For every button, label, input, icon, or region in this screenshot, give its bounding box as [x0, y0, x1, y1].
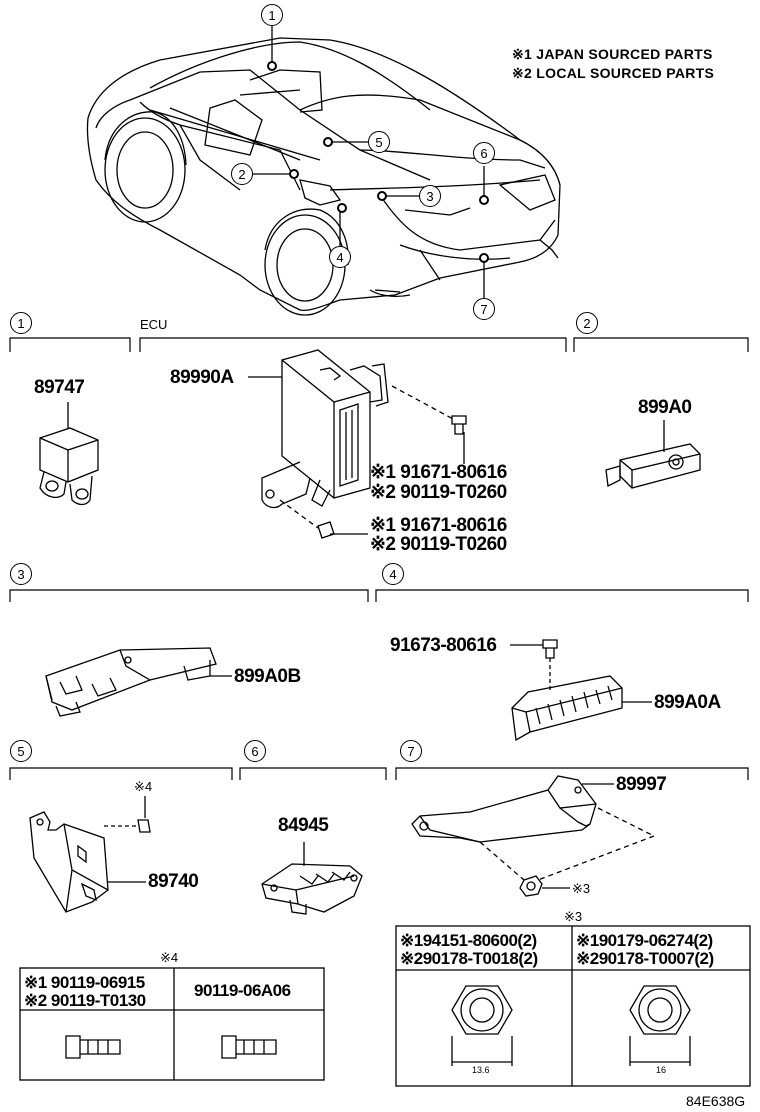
figure-code: 84E638G [686, 1093, 746, 1109]
section-1-number: 1 [10, 312, 32, 334]
nut-drawings [451, 985, 691, 1066]
section-7-number: 7 [400, 740, 422, 762]
legend-japan-sourced: ※1 JAPAN SOURCED PARTS [512, 46, 713, 62]
switch-84945-drawing [261, 842, 363, 915]
location-pin-7 [479, 253, 489, 263]
table-4-part-90119-06a06: 90119-06A06 [194, 981, 291, 1000]
location-pin-5 [323, 137, 333, 147]
table-3-col2-local: ※290178-T0007(2) [576, 949, 714, 968]
note-3-marker: ※3 [572, 881, 591, 896]
table-3-frame [395, 925, 751, 1087]
nut-dimension-2: 16 [656, 1065, 667, 1075]
section-3-number: 3 [10, 563, 32, 585]
ecu-screw-upper-japan: ※1 91671-80616 [370, 462, 507, 483]
table-4-frame [19, 967, 325, 1081]
section-6-number: 6 [244, 740, 266, 762]
sensor-899a0-drawing [605, 420, 701, 489]
part-899a0-label: 899A0 [638, 397, 692, 418]
table-4-title: ※4 [160, 950, 179, 965]
car-callout-5: 5 [368, 131, 390, 153]
nut-dimension-1: 13.6 [472, 1065, 490, 1075]
car-callout-7: 7 [473, 298, 495, 320]
part-84945-label: 84945 [278, 815, 329, 836]
ecu-screw-lower-japan: ※1 91671-80616 [370, 515, 507, 536]
location-pin-3 [377, 191, 387, 201]
section-5-number: 5 [10, 740, 32, 762]
location-pin-4 [337, 203, 347, 213]
car-callout-6: 6 [473, 142, 495, 164]
table-4-japan-part: ※1 90119-06915 [24, 973, 145, 992]
legend-local-sourced: ※2 LOCAL SOURCED PARTS [512, 65, 715, 81]
section-2-number: 2 [576, 312, 598, 334]
part-899a0b-label: 899A0B [234, 666, 301, 687]
ecu-label: ECU [140, 317, 168, 332]
part-89740-label: 89740 [148, 871, 199, 892]
section-4-number: 4 [382, 563, 404, 585]
ecu-screw-lower-local: ※2 90119-T0260 [370, 534, 507, 555]
part-89990a-label: 89990A [170, 367, 234, 388]
table-4-local-part: ※2 90119-T0130 [24, 991, 146, 1010]
section-brackets [9, 337, 749, 780]
sensor-89997-drawing [411, 775, 655, 897]
table-3-col1-local: ※290178-T0018(2) [400, 949, 538, 968]
bolt-drawings [65, 1035, 277, 1059]
ecu-screw-upper-local: ※2 90119-T0260 [370, 482, 507, 503]
location-pin-6 [479, 195, 489, 205]
location-pin-1 [267, 61, 277, 71]
note-4-marker: ※4 [134, 779, 153, 794]
ecu-89990a-drawing [248, 349, 467, 539]
table-3-col2-japan: ※190179-06274(2) [576, 931, 713, 950]
sensor-89747-drawing [39, 402, 99, 506]
vehicle-illustration [86, 26, 561, 316]
sensor-899a0a-drawing [510, 639, 652, 742]
table-3-col1-japan: ※194151-80600(2) [400, 931, 537, 950]
car-callout-4: 4 [329, 246, 351, 268]
sensor-89740-drawing [29, 796, 151, 913]
car-callout-2: 2 [231, 163, 253, 185]
part-899a0a-label: 899A0A [654, 692, 721, 713]
bracket-899a0b-drawing [45, 647, 232, 717]
part-89997-label: 89997 [616, 774, 667, 795]
car-callout-3: 3 [419, 185, 441, 207]
car-callout-1: 1 [261, 4, 283, 26]
part-89747-label: 89747 [34, 377, 85, 398]
table-3-title: ※3 [564, 909, 583, 924]
location-pin-2 [289, 169, 299, 179]
part-91673-80616-label: 91673-80616 [390, 635, 497, 656]
